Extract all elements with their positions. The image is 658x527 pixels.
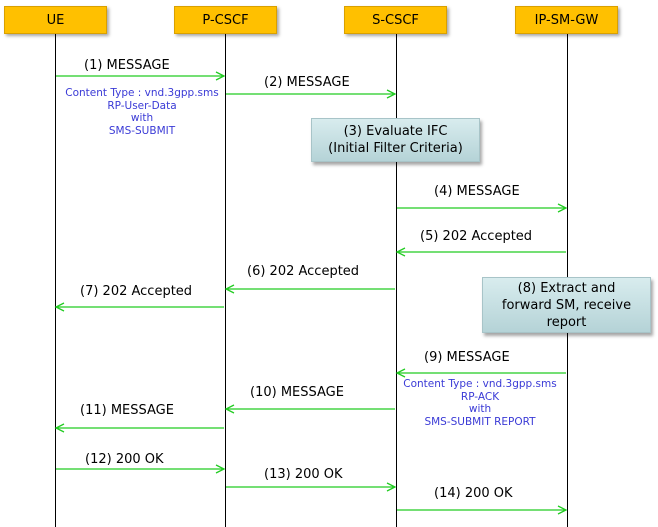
entity-ue: UE xyxy=(4,6,107,34)
msg-1-label: (1) MESSAGE xyxy=(84,58,170,73)
lifeline-p-cscf xyxy=(225,34,226,527)
note-sms-submit: Content Type : vnd.3gpp.sms RP-User-Data… xyxy=(52,87,232,137)
note-line: Content Type : vnd.3gpp.sms xyxy=(403,378,557,390)
note-line: with xyxy=(468,403,492,415)
msg-2-label: (2) MESSAGE xyxy=(264,75,350,90)
lifeline-s-cscf xyxy=(396,34,397,527)
entity-s-cscf: S-CSCF xyxy=(344,6,447,34)
note-line: Content Type : vnd.3gpp.sms xyxy=(65,87,219,99)
process-line: (3) Evaluate IFC xyxy=(343,124,448,139)
msg-10-label: (10) MESSAGE xyxy=(250,385,344,400)
note-line: with xyxy=(130,112,154,124)
process-line: report xyxy=(546,314,587,330)
msg-5-label: (5) 202 Accepted xyxy=(420,229,533,244)
process-line: (8) Extract and xyxy=(517,280,616,296)
note-sms-submit-report: Content Type : vnd.3gpp.sms RP-ACK with … xyxy=(390,378,570,428)
process-line: (Initial Filter Criteria) xyxy=(328,141,463,156)
msg-6-label: (6) 202 Accepted xyxy=(247,264,360,279)
note-line: RP-ACK xyxy=(460,390,500,403)
lifeline-ue xyxy=(55,34,56,527)
process-line: forward SM, receive xyxy=(501,297,632,313)
process-extract-forward-sm: (8) Extract and forward SM, receive repo… xyxy=(482,277,651,333)
msg-7-label: (7) 202 Accepted xyxy=(80,284,193,299)
entity-p-cscf: P-CSCF xyxy=(174,6,277,34)
msg-9-label: (9) MESSAGE xyxy=(424,350,510,365)
msg-11-label: (11) MESSAGE xyxy=(80,403,174,418)
msg-14-label: (14) 200 OK xyxy=(434,486,513,501)
entity-ip-sm-gw: IP-SM-GW xyxy=(515,6,618,34)
msg-12-label: (12) 200 OK xyxy=(85,452,164,467)
note-line: RP-User-Data xyxy=(107,99,177,112)
msg-13-label: (13) 200 OK xyxy=(264,467,343,482)
process-evaluate-ifc: (3) Evaluate IFC (Initial Filter Criteri… xyxy=(311,118,480,162)
note-line: SMS-SUBMIT xyxy=(108,124,176,137)
msg-4-label: (4) MESSAGE xyxy=(434,184,520,199)
note-line: SMS-SUBMIT REPORT xyxy=(424,415,536,428)
